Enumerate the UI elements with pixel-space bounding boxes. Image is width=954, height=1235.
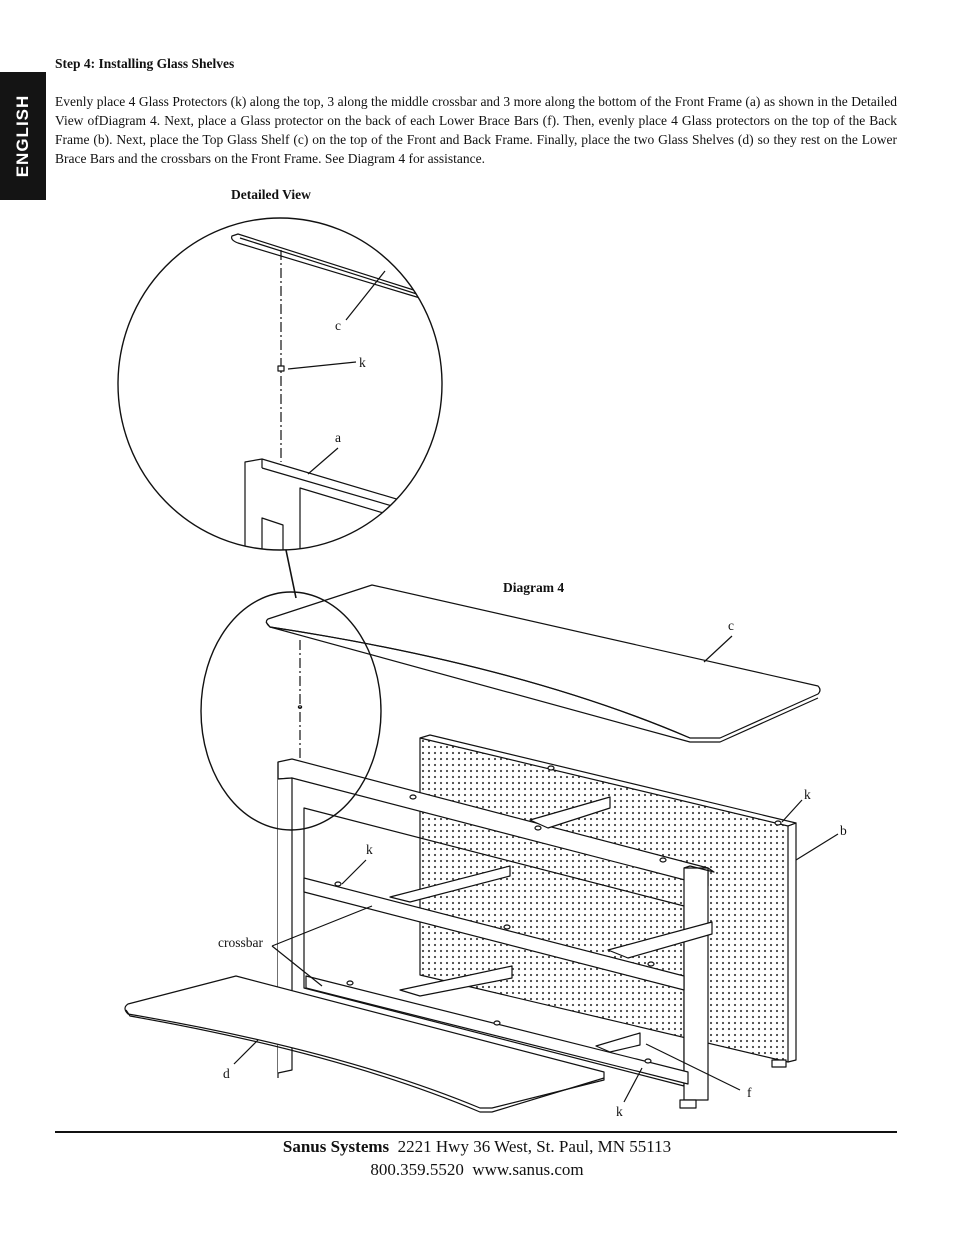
footer-divider — [55, 1131, 897, 1133]
footer-phone: 800.359.5520 — [370, 1160, 464, 1179]
diagram-label-f: f — [747, 1085, 752, 1100]
detail-callout-circle — [200, 591, 382, 831]
footer-company: Sanus Systems — [282, 1137, 390, 1156]
back-frame — [419, 734, 797, 1063]
detail-front-frame — [244, 458, 441, 550]
footer-website: www.sanus.com — [472, 1160, 584, 1179]
detail-glass-protector — [277, 365, 285, 372]
detail-label-k: k — [359, 355, 366, 370]
top-glass-shelf — [265, 584, 821, 743]
diagram-label-crossbar: crossbar — [218, 935, 263, 950]
detail-glass-edge — [231, 233, 421, 299]
diagram-label-k-top: k — [804, 787, 811, 802]
detail-label-c: c — [335, 318, 341, 333]
diagram-label-k-bottom: k — [616, 1104, 623, 1119]
front-frame — [277, 758, 787, 1109]
diagram-label-c: c — [728, 618, 734, 633]
detailed-view-title: Detailed View — [231, 187, 311, 202]
diagram-label-b: b — [840, 823, 847, 838]
footer-line-2: 800.359.5520 www.sanus.com — [0, 1160, 954, 1180]
language-tab: ENGLISH — [0, 72, 46, 200]
glass-protectors — [334, 765, 782, 1064]
lower-glass-shelf — [124, 975, 605, 1113]
footer-address: 2221 Hwy 36 West, St. Paul, MN 55113 — [397, 1137, 672, 1156]
diagram-title: Diagram 4 — [503, 580, 565, 595]
diagram-label-d: d — [223, 1066, 230, 1081]
footer-line-1: Sanus Systems 2221 Hwy 36 West, St. Paul… — [0, 1137, 954, 1157]
detailed-view — [117, 217, 443, 599]
detail-label-a: a — [335, 430, 341, 445]
diagram-label-k-mid: k — [366, 842, 373, 857]
step-instructions: Evenly place 4 Glass Protectors (k) alon… — [55, 94, 897, 166]
step-title: Step 4: Installing Glass Shelves — [55, 56, 235, 71]
